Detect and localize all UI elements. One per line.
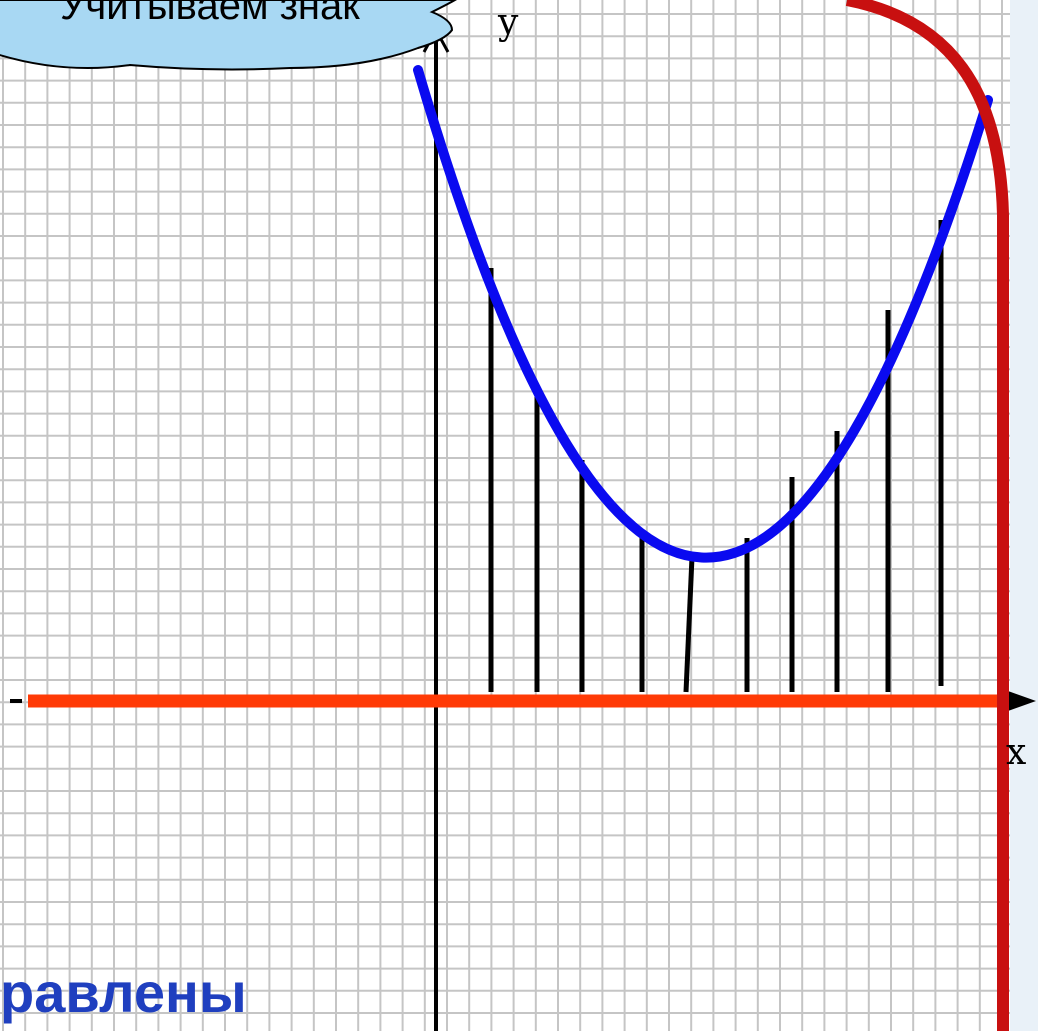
bubble-text: Учитываем знак [60,0,360,28]
x-axis-arrow [1008,691,1036,711]
frame-border [845,0,1009,1031]
speech-bubble [0,0,458,71]
parabola-curve [413,65,993,563]
bar-5 [683,556,695,693]
bottom-partial-text: равлены [0,961,247,1024]
decorative-border-strip [1010,0,1038,1031]
bars-group [488,220,944,693]
x-axis-label: x [1006,732,1027,773]
y-axis-label: y [498,2,519,43]
grid-lines [0,0,1010,1031]
